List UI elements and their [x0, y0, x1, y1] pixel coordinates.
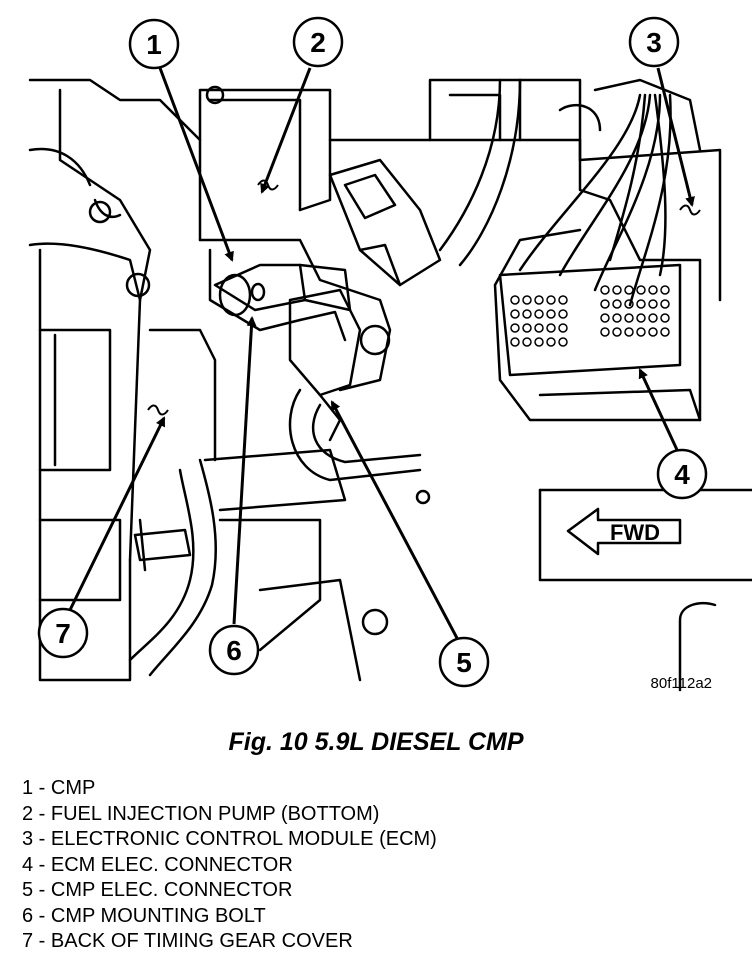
- leader-line-2: [260, 67, 312, 194]
- callout-6-number: 6: [226, 635, 242, 666]
- fwd-indicator: FWD: [566, 507, 682, 556]
- callout-1-number: 1: [146, 29, 162, 60]
- callout-5: 5: [438, 636, 490, 688]
- callout-2-number: 2: [310, 27, 326, 58]
- leader-line-6: [232, 316, 257, 625]
- callout-3-number: 3: [646, 27, 662, 58]
- callout-4-number: 4: [674, 459, 690, 490]
- callout-3: 3: [628, 16, 680, 68]
- callout-7-number: 7: [55, 618, 71, 649]
- callout-2: 2: [292, 16, 344, 68]
- leader-line-7: [68, 416, 166, 611]
- legend-item: 2 - FUEL INJECTION PUMP (BOTTOM): [22, 802, 380, 825]
- leader-lines: [68, 67, 695, 641]
- image-code: 80f112a2: [651, 675, 712, 692]
- ecm-connector-pins: [510, 285, 670, 347]
- callouts: 1 2 3 4 5 6 7: [37, 16, 708, 688]
- legend-item: 1 - CMP: [22, 777, 96, 799]
- leader-line-5: [330, 400, 460, 641]
- legend-list: 1 - CMP 2 - FUEL INJECTION PUMP (BOTTOM)…: [22, 776, 437, 955]
- fwd-arrow-icon: [566, 507, 682, 556]
- callout-1: 1: [128, 18, 180, 70]
- engine-illustration: FWD 1 2 3 4 5: [28, 16, 752, 692]
- legend-item: 7 - BACK OF TIMING GEAR COVER: [22, 930, 353, 952]
- fwd-label: FWD: [610, 520, 660, 545]
- leader-line-4: [638, 368, 680, 453]
- callout-4: 4: [656, 448, 708, 500]
- legend-item: 6 - CMP MOUNTING BOLT: [22, 904, 266, 927]
- callout-5-number: 5: [456, 647, 472, 678]
- legend-item: 3 - ELECTRONIC CONTROL MODULE (ECM): [22, 828, 437, 850]
- figure-caption: Fig. 10 5.9L DIESEL CMP: [228, 728, 524, 756]
- legend-item: 5 - CMP ELEC. CONNECTOR: [22, 879, 293, 901]
- legend-item: 4 - ECM ELEC. CONNECTOR: [22, 853, 293, 876]
- leader-line-1: [158, 67, 234, 262]
- engine-line-art: [28, 78, 752, 692]
- leader-line-3: [656, 67, 695, 207]
- callout-7: 7: [37, 607, 89, 659]
- callout-6: 6: [208, 624, 260, 676]
